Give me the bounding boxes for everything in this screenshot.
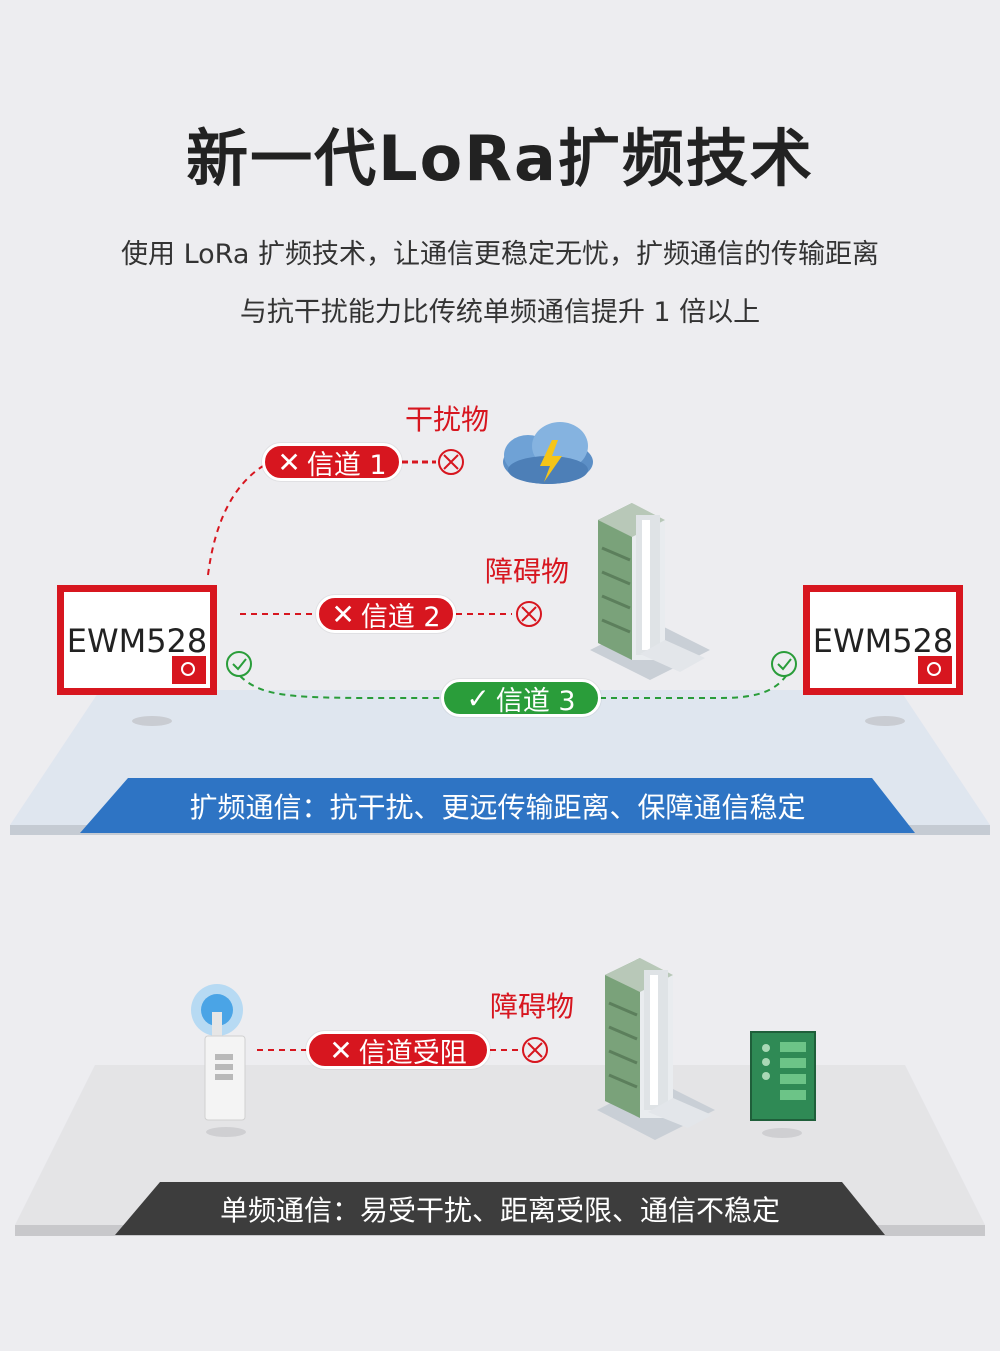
bottom-banner-text: 单频通信：易受干扰、距离受限、通信不稳定 xyxy=(219,1193,780,1227)
fail-icon: ✕ xyxy=(331,597,355,631)
shadow-right xyxy=(865,716,905,726)
ok-icon: ✓ xyxy=(466,681,490,715)
bottom-banner-bg xyxy=(115,1182,885,1235)
channel2-block-icon xyxy=(516,601,542,627)
channel1-label: 信道 1 xyxy=(306,449,387,481)
subtitle-line-1: 使用 LoRa 扩频技术，让通信更稳定无忧，扩频通信的传输距离 xyxy=(121,239,879,270)
shadow-board xyxy=(762,1128,802,1138)
module-left-label: EWM528 xyxy=(66,622,208,660)
blocked-icon xyxy=(522,1037,548,1063)
building-icon-bottom xyxy=(597,958,715,1140)
page-title: 新一代LoRa扩频技术 xyxy=(186,122,814,195)
channel-blocked-label: 信道受阻 xyxy=(358,1037,467,1069)
channel2-pill: ✕信道 2 xyxy=(316,595,456,633)
module-right-label: EWM528 xyxy=(812,622,954,660)
module-left: EWM528 xyxy=(57,585,217,695)
channel1-pill: ✕信道 1 xyxy=(262,443,402,481)
building-icon-top xyxy=(590,503,710,680)
channel2-label: 信道 2 xyxy=(360,601,441,633)
channel3-pill: ✓信道 3 xyxy=(441,679,601,717)
fail-icon: ✕ xyxy=(277,445,301,479)
ok-icon-left xyxy=(226,651,252,677)
channel-blocked-pill: ✕信道受阻 xyxy=(306,1031,490,1069)
module-right: EWM528 xyxy=(803,585,963,695)
channel3-path-left xyxy=(239,675,441,700)
green-circuit-board-icon xyxy=(750,1031,816,1121)
channel3-label: 信道 3 xyxy=(495,685,576,717)
single-frequency-device-icon xyxy=(191,984,246,1121)
channel1-block-icon xyxy=(438,449,464,475)
ok-icon-right xyxy=(771,651,797,677)
channel1-path xyxy=(207,461,271,576)
top-banner-text: 扩频通信：抗干扰、更远传输距离、保障通信稳定 xyxy=(189,790,806,824)
top-banner-bg xyxy=(80,778,915,833)
shadow-left xyxy=(132,716,172,726)
obstacle-label-top: 障碍物 xyxy=(485,555,570,588)
interference-label: 干扰物 xyxy=(405,403,490,436)
subtitle-line-2: 与抗干扰能力比传统单频通信提升 1 倍以上 xyxy=(239,297,761,328)
fail-icon: ✕ xyxy=(329,1033,353,1067)
storm-cloud-icon xyxy=(503,422,593,484)
antenna-connector-icon xyxy=(172,656,206,684)
obstacle-label-bottom: 障碍物 xyxy=(490,990,575,1023)
shadow-device xyxy=(206,1127,246,1137)
antenna-connector-icon xyxy=(918,656,952,684)
